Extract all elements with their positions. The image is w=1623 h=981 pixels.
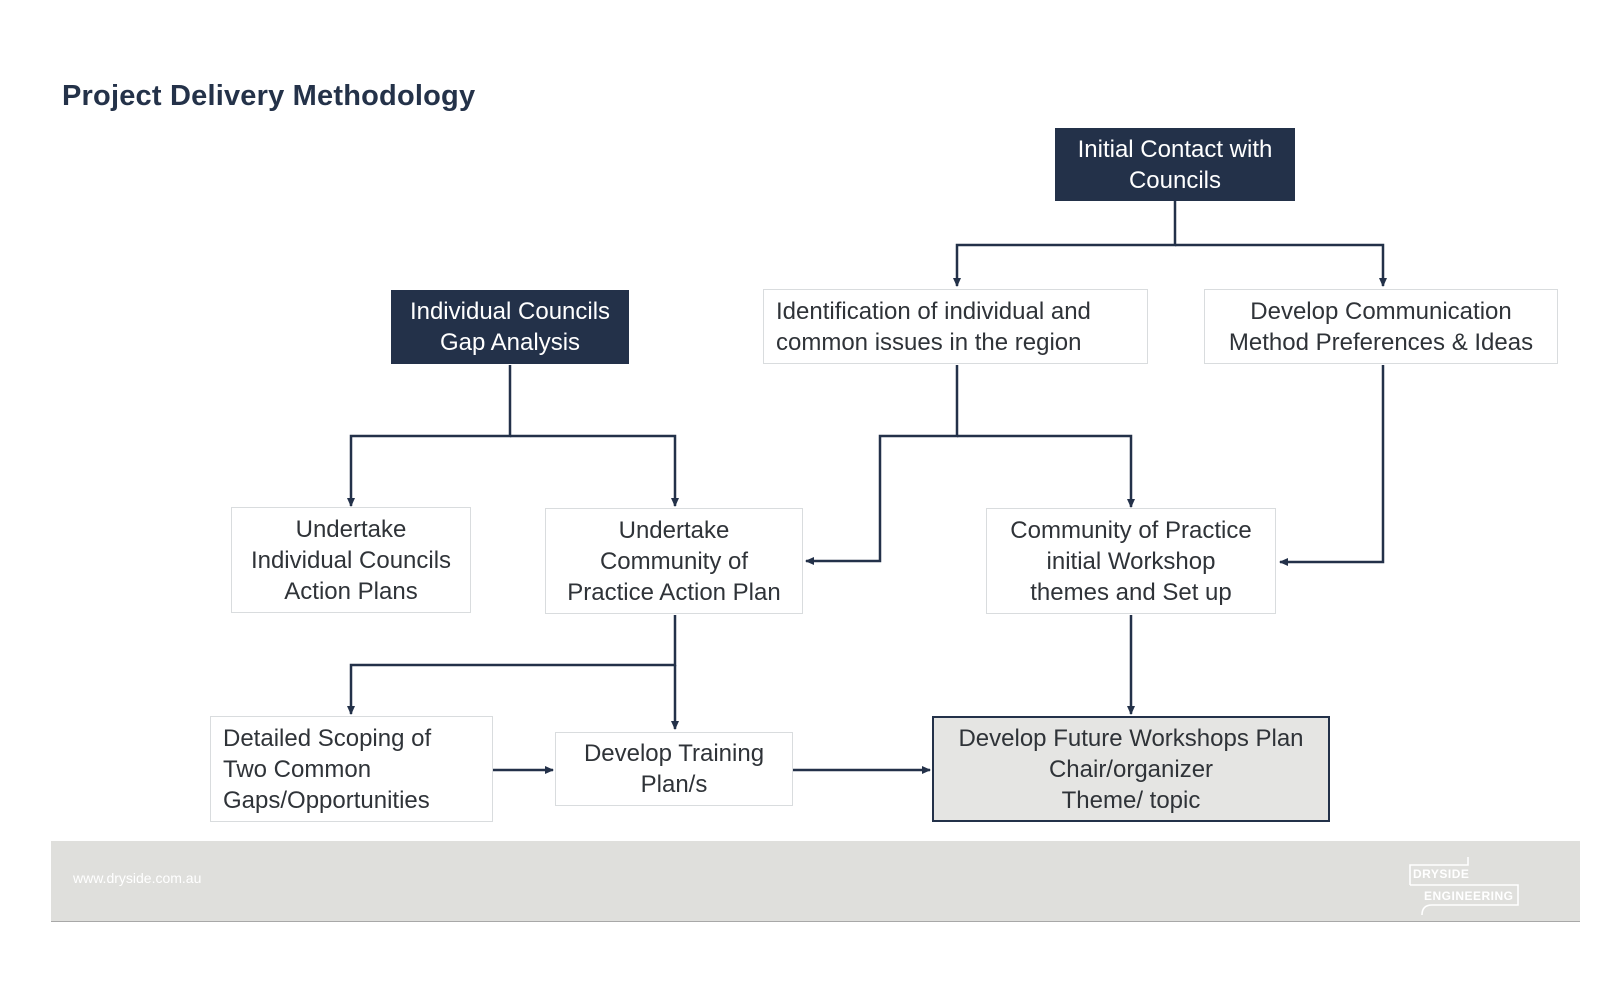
connector-contact-to-communication — [1175, 243, 1387, 287]
node-training-plan: Develop Training Plan/s — [555, 732, 793, 806]
node-initial-contact: Initial Contact with Councils — [1055, 128, 1295, 201]
page-title: Project Delivery Methodology — [62, 80, 476, 112]
connector-communication-to-workshop — [1279, 365, 1385, 566]
node-future-workshops: Develop Future Workshops Plan Chair/orga… — [932, 716, 1330, 822]
connector-cop-action-to-scoping — [347, 615, 677, 715]
connector-contact-to-identification — [953, 201, 1177, 287]
node-detailed-scoping: Detailed Scoping of Two Common Gaps/Oppo… — [210, 716, 493, 822]
node-gap-analysis: Individual Councils Gap Analysis — [391, 290, 629, 364]
connector-identification-to-workshop — [957, 434, 1135, 508]
node-identification: Identification of individual and common … — [763, 289, 1148, 364]
connector-gap-to-individual — [347, 365, 512, 507]
dryside-logo: DRYSIDE ENGINEERING — [1408, 849, 1528, 919]
connector-identification-to-cop-action — [805, 365, 959, 565]
node-communication: Develop Communication Method Preferences… — [1204, 289, 1558, 364]
node-individual-action-plans: Undertake Individual Councils Action Pla… — [231, 507, 471, 613]
footer-website: www.dryside.com.au — [73, 870, 202, 886]
footer-bar: www.dryside.com.au DRYSIDE ENGINEERING — [51, 841, 1580, 922]
node-cop-action-plan: Undertake Community of Practice Action P… — [545, 508, 803, 614]
connector-gap-to-cop-action — [510, 434, 679, 507]
node-cop-workshop: Community of Practice initial Workshop t… — [986, 508, 1276, 614]
